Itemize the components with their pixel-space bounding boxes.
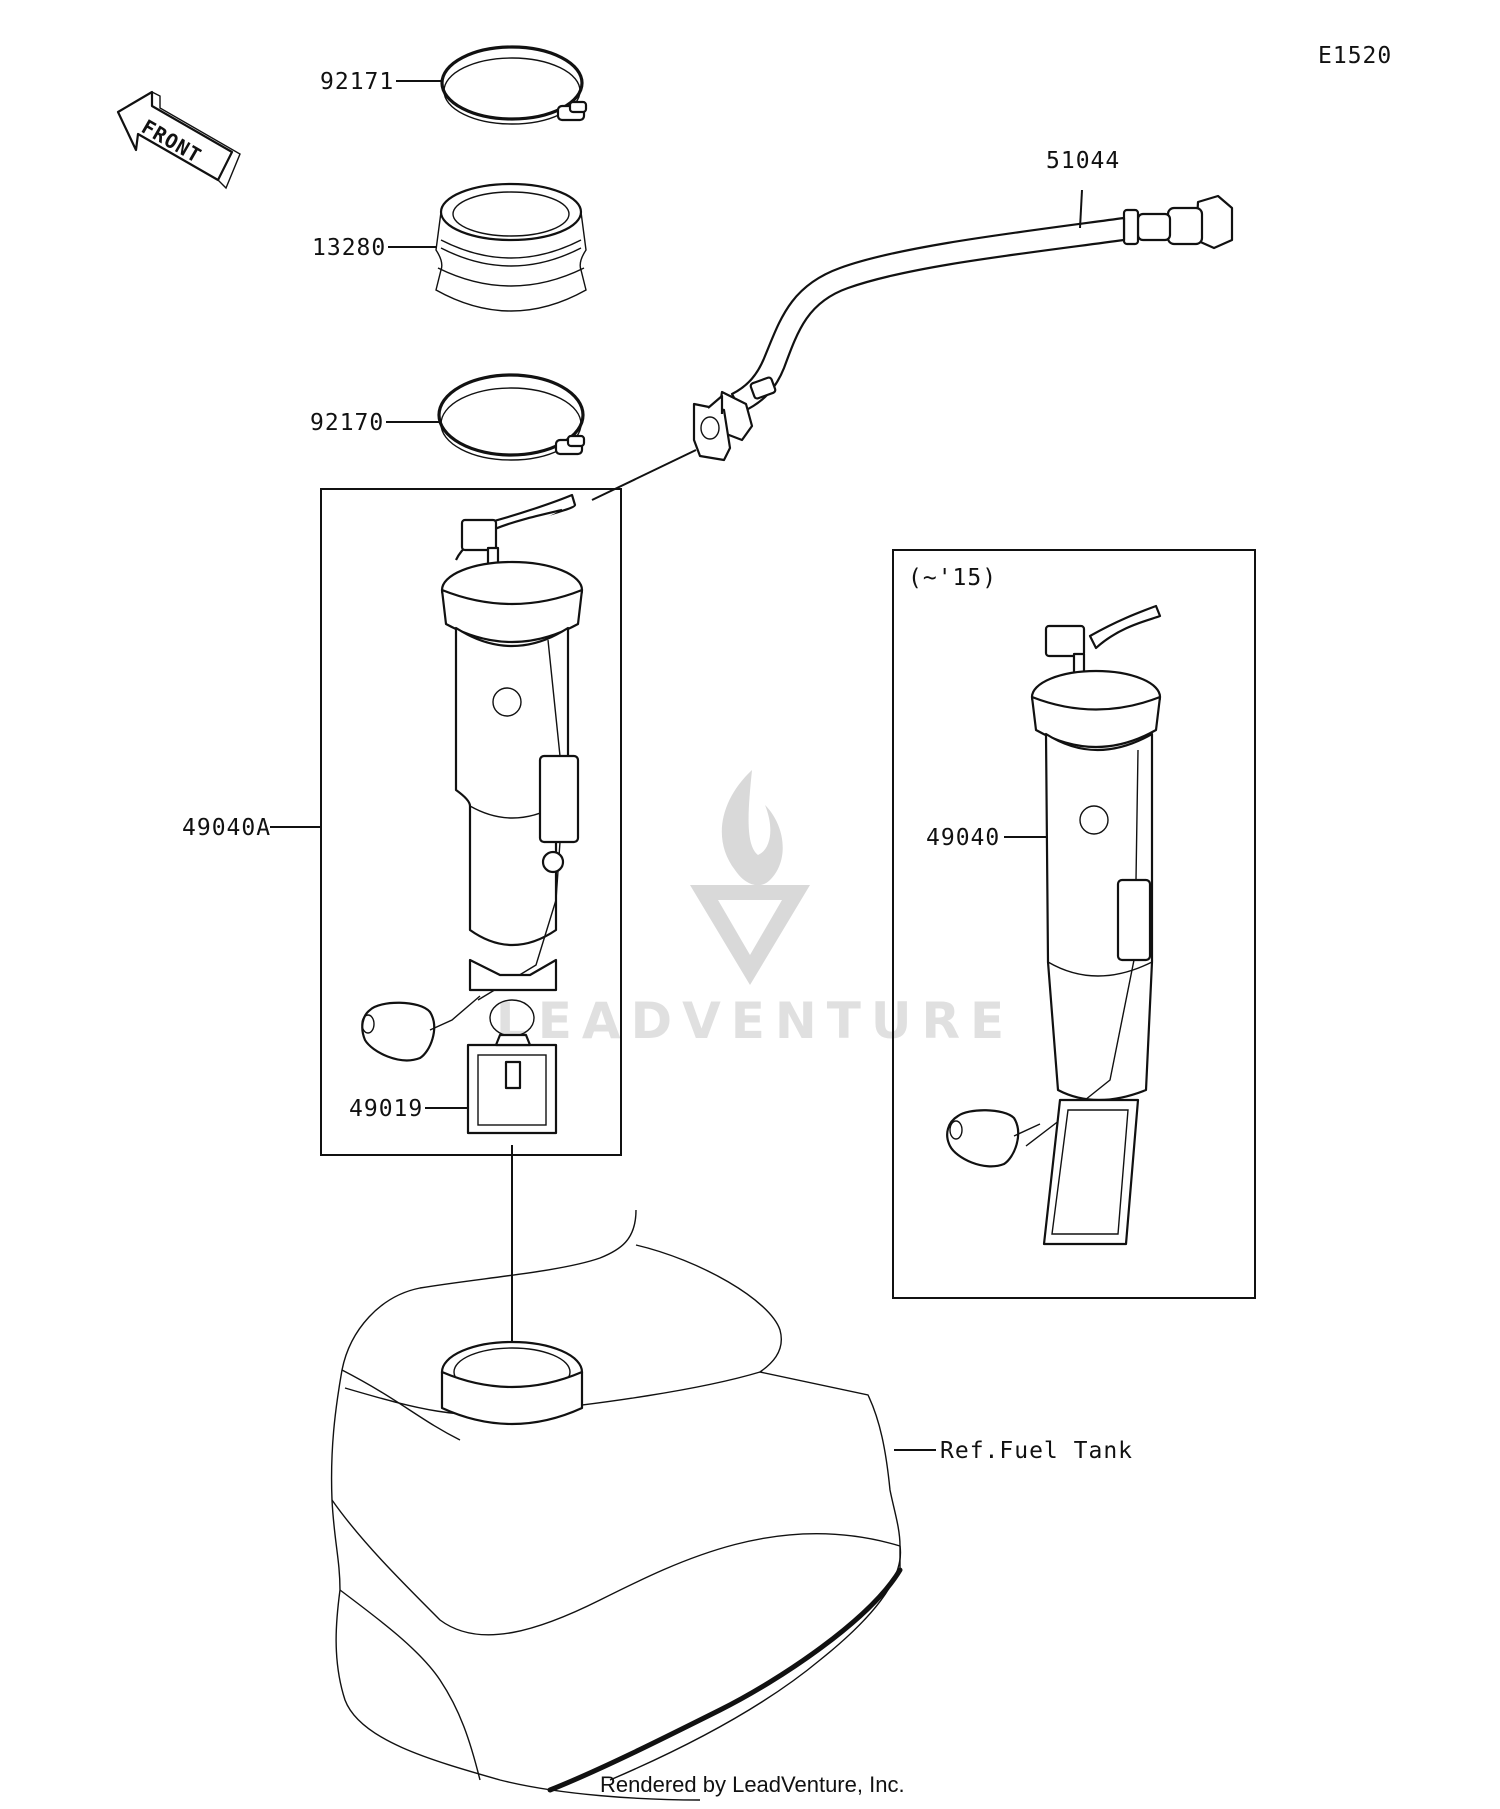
assembly-box-49040A: [320, 488, 622, 1156]
part-label-92171: 92171: [320, 69, 394, 95]
fuel-pump-49040: [946, 604, 1162, 1246]
clamp-92171: [440, 45, 588, 125]
footer-credit: Rendered by LeadVenture, Inc.: [600, 1772, 905, 1797]
front-arrow-icon: FRONT: [116, 90, 241, 190]
strainer-49019: [466, 1033, 558, 1135]
fuel-hose-51044: [692, 194, 1234, 462]
watermark-text: LEADVENTURE: [496, 992, 1014, 1050]
fuel-tank-reference: [330, 1209, 903, 1801]
fuel-pump-49040A: [361, 493, 584, 1062]
seal-13280: [435, 182, 587, 312]
variant-note: (~'15): [908, 565, 997, 591]
reference-fuel-tank-label: Ref.Fuel Tank: [940, 1438, 1133, 1464]
part-label-49040A: 49040A: [182, 815, 271, 841]
assembly-box-49040: [892, 549, 1256, 1299]
part-label-49019: 49019: [349, 1096, 423, 1122]
part-label-49040: 49040: [926, 825, 1000, 851]
watermark-logo: LEADVENTURE: [496, 770, 1014, 1050]
clamp-92170: [437, 373, 586, 461]
part-label-51044: 51044: [1046, 148, 1120, 174]
part-label-13280: 13280: [312, 235, 386, 261]
part-label-92170: 92170: [310, 410, 384, 436]
diagram-code: E1520: [1318, 43, 1392, 69]
